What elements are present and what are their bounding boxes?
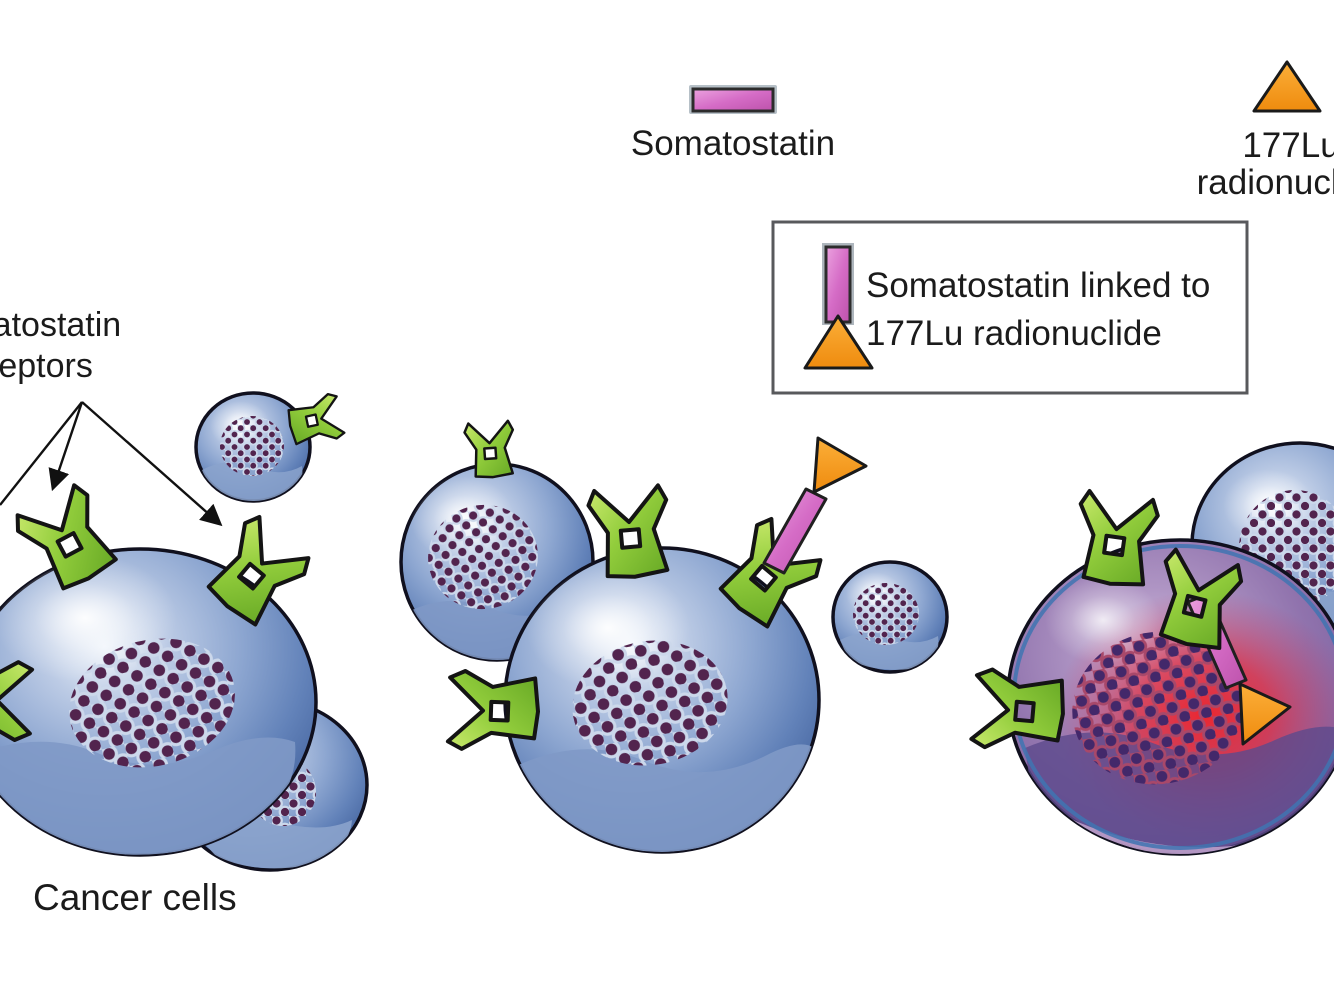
legend-conjugate-box: [771, 220, 1249, 395]
cancer-cell: [831, 560, 949, 674]
cancer-cell: [503, 546, 821, 854]
lu177-radionuclide-icon: [803, 314, 874, 370]
somatostatin-legend-text: Somatostatin: [630, 124, 836, 163]
lu177-legend-label: 177Lu radionuclide: [1197, 127, 1334, 201]
conjugate-legend-line1: Somatostatin linked to: [866, 266, 1211, 305]
somatostatin-legend-label: Somatostatin: [630, 124, 836, 164]
somatostatin-receptor-icon: [284, 391, 347, 449]
lu177-radionuclide-icon: [812, 436, 868, 494]
conjugate-legend-line2: 177Lu radionuclide: [866, 314, 1162, 353]
receptors-label-line2: receptors: [0, 347, 93, 385]
lu177-legend-line1: 177Lu: [1242, 126, 1334, 165]
lu177-radionuclide-icon: [1252, 60, 1322, 113]
cancer-cells-label: Cancer cells: [33, 877, 237, 919]
somatostatin-icon: [762, 487, 828, 575]
cancer-cell: [0, 547, 318, 857]
somatostatin-lu177-conjugate-bound: [706, 436, 868, 635]
arrow: [81, 401, 223, 527]
somatostatin-lu177-conjugate-internalized: [1145, 545, 1292, 746]
legend-somatostatin: [689, 85, 777, 114]
cancer-cells-text: Cancer cells: [33, 877, 237, 918]
cancer-cell-group-right: [968, 441, 1334, 856]
cancer-cell: [194, 391, 312, 503]
receptors-label-line1: Somatostatin: [0, 306, 122, 344]
lu177-radionuclide-icon: [1238, 682, 1292, 746]
legend-lu177: [1252, 60, 1322, 113]
somatostatin-receptors-label: Somatostatin receptors: [0, 305, 121, 387]
cancer-cell-group-left: [0, 391, 369, 872]
lu177-legend-line2: radionuclide: [1196, 163, 1334, 202]
arrow: [0, 401, 83, 506]
conjugate-legend-label: Somatostatin linked to 177Lu radionuclid…: [866, 262, 1210, 358]
cancer-cell-group-middle: [399, 419, 949, 854]
receptor-annotation-arrows: [0, 401, 223, 527]
somatostatin-icon: [691, 87, 775, 113]
somatostatin-icon: [824, 245, 852, 324]
arrow: [48, 401, 84, 492]
